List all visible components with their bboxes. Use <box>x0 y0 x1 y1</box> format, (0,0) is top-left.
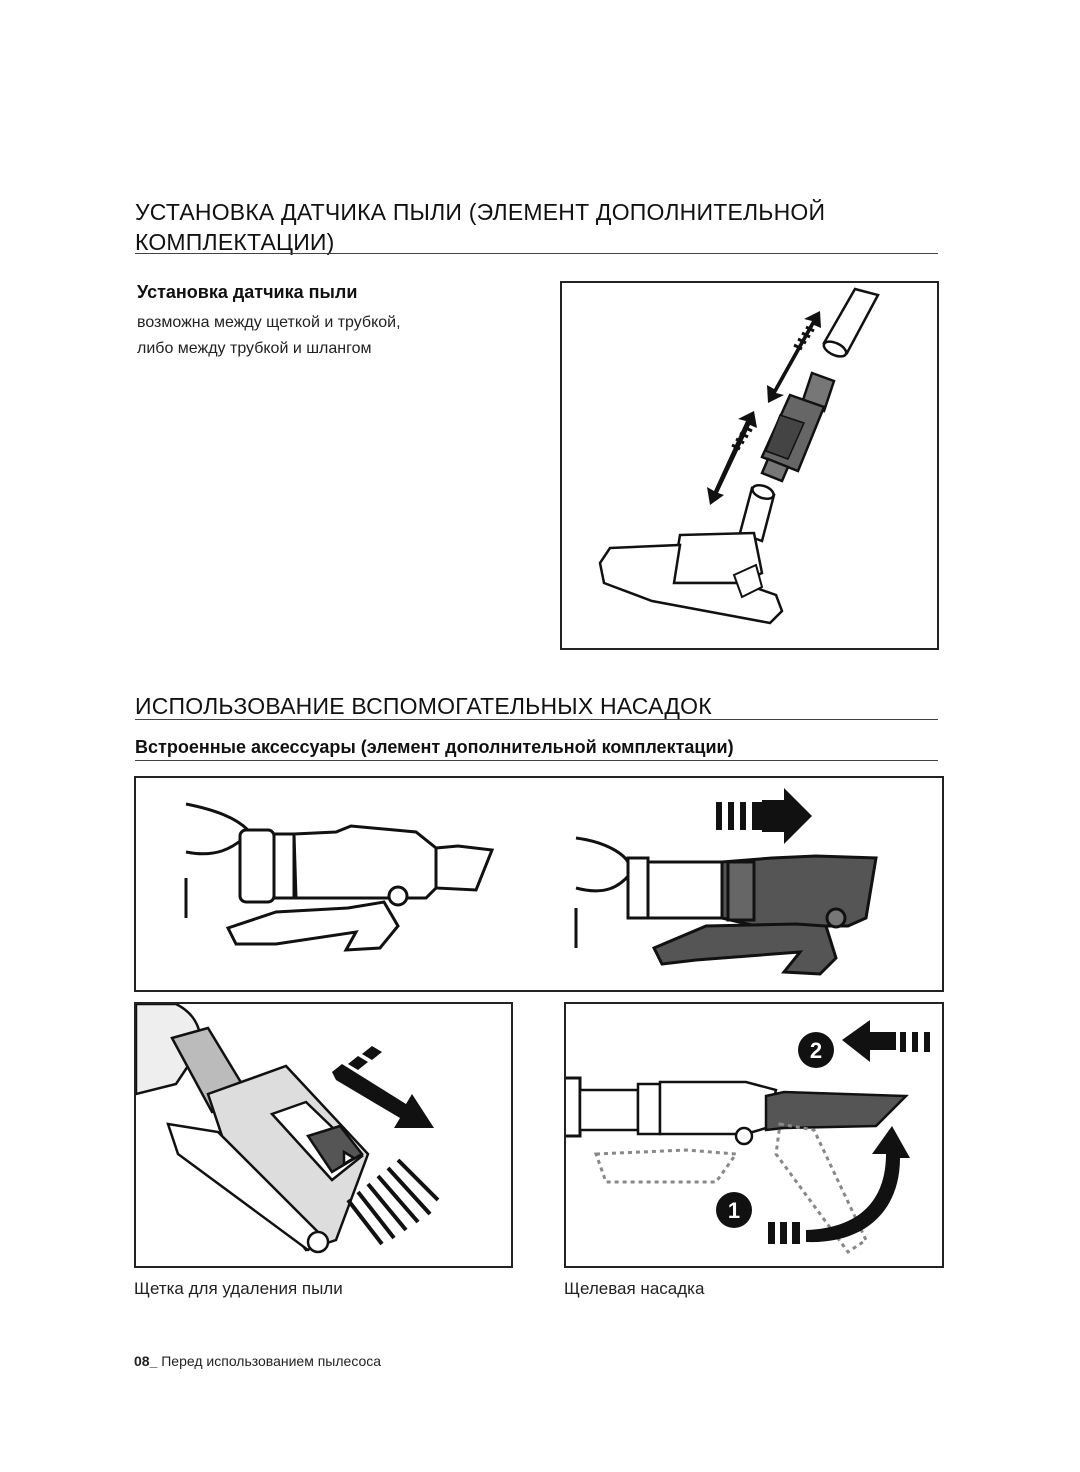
dust-brush-icon <box>166 1026 370 1254</box>
caption-dust-brush: Щетка для удаления пыли <box>134 1279 343 1298</box>
caption-crevice-nozzle: Щелевая насадка <box>564 1279 705 1298</box>
section-divider <box>135 719 938 720</box>
dust-brush-illustration <box>134 1002 513 1268</box>
accessories-illustration <box>134 776 944 992</box>
arrow-right-icon <box>716 788 812 844</box>
dust-sensor-description: возможна между щеткой и трубкой, либо ме… <box>137 310 401 362</box>
arrow-down-right-icon <box>332 1046 434 1128</box>
accessory-slide-diagram <box>184 788 878 976</box>
section-title-line2: КОМПЛЕКТАЦИИ) <box>135 229 335 255</box>
description-line1: возможна между щеткой и трубкой, <box>137 314 401 331</box>
handle-icon <box>578 1080 778 1146</box>
outline-tray-icon <box>593 1122 868 1255</box>
subheading-divider <box>135 760 938 761</box>
footer-text: Перед использованием пылесоса <box>157 1353 382 1369</box>
motion-lines-icon <box>731 325 815 451</box>
dust-sensor-illustration <box>560 281 939 650</box>
crevice-nozzle-illustration: 2 1 <box>564 1002 944 1268</box>
handle-icon <box>238 824 495 907</box>
floor-brush-icon <box>598 483 784 625</box>
crevice-nozzle-diagram: 2 1 <box>566 1020 930 1255</box>
extended-nozzle-icon <box>626 854 878 976</box>
step-2-label: 2 <box>810 1038 822 1063</box>
section-divider <box>135 253 938 254</box>
dust-brush-diagram <box>136 1004 440 1254</box>
arrow-left-icon <box>842 1020 930 1062</box>
brush-tray-icon <box>225 900 400 952</box>
section-title-dust-sensor: УСТАНОВКА ДАТЧИКА ПЫЛИ (ЭЛЕМЕНТ ДОПОЛНИТ… <box>135 197 945 257</box>
tube-icon <box>822 287 880 358</box>
curved-arrow-icon <box>768 1126 910 1244</box>
step-2-badge: 2 <box>798 1032 834 1068</box>
section-title-line1: УСТАНОВКА ДАТЧИКА ПЫЛИ (ЭЛЕМЕНТ ДОПОЛНИТ… <box>135 199 826 225</box>
bristles-icon <box>346 1158 440 1246</box>
section-title-accessories: ИСПОЛЬЗОВАНИЕ ВСПОМОГАТЕЛЬНЫХ НАСАДОК <box>135 693 712 719</box>
description-line2: либо между трубкой и шлангом <box>137 340 372 357</box>
subheading-dust-sensor: Установка датчика пыли <box>137 282 358 302</box>
subheading-built-in-accessories: Встроенные аксессуары (элемент дополните… <box>135 737 734 757</box>
step-1-badge: 1 <box>716 1192 752 1228</box>
hand-icon <box>574 836 632 948</box>
dust-sensor-install-diagram <box>598 287 880 625</box>
crevice-nozzle-icon <box>764 1090 909 1132</box>
hand-icon <box>566 1076 582 1138</box>
page-footer: 08_ Перед использованием пылесоса <box>134 1353 381 1369</box>
step-1-label: 1 <box>728 1198 740 1223</box>
dust-sensor-icon <box>760 371 836 483</box>
page-number: 08_ <box>134 1353 158 1369</box>
